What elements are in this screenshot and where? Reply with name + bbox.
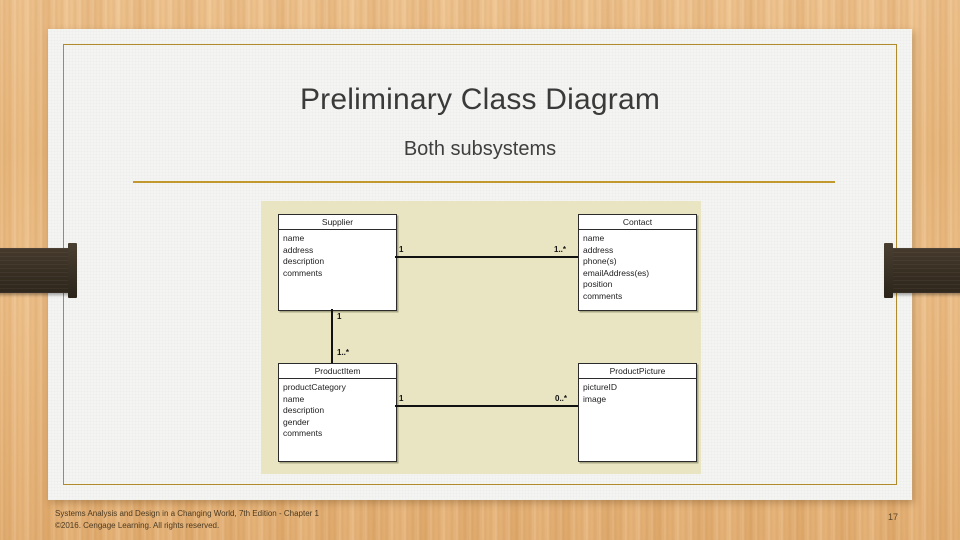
multiplicity-productitem-productpicture-to: 0..*: [555, 394, 568, 403]
attribute: name: [583, 233, 605, 243]
attribute: image: [583, 393, 607, 404]
attribute: position: [583, 279, 613, 290]
attribute: gender: [283, 416, 310, 427]
attribute: phone(s): [583, 256, 617, 267]
attribute: comments: [583, 290, 623, 301]
association-line-productitem-productpicture: [395, 405, 578, 407]
class-name-contact: Contact: [579, 215, 696, 230]
page-number: 17: [888, 512, 899, 522]
class-name-productpicture: ProductPicture: [579, 364, 696, 379]
class-name-supplier: Supplier: [279, 215, 396, 230]
class-box-productitem: ProductItem productCategory name descrip…: [278, 363, 397, 462]
attribute: productCategory: [283, 382, 346, 392]
left-strap-decoration: [0, 248, 75, 293]
class-box-contact: Contact name address phone(s) emailAddre…: [578, 214, 697, 311]
left-strap-cap: [68, 243, 77, 298]
page-title: Preliminary Class Diagram: [299, 83, 661, 116]
attribute: emailAddress(es): [583, 267, 650, 278]
attribute: pictureID: [583, 382, 618, 392]
class-diagram: Supplier name address description commen…: [261, 201, 701, 474]
class-attributes-contact: name address phone(s) emailAddress(es) p…: [579, 230, 696, 303]
attribute: description: [283, 256, 325, 267]
class-box-supplier: Supplier name address description commen…: [278, 214, 397, 311]
attribute: description: [283, 405, 325, 416]
right-strap-decoration: [886, 248, 960, 293]
attribute: comments: [283, 267, 323, 278]
right-strap-cap: [884, 243, 893, 298]
multiplicity-supplier-contact-from: 1: [399, 245, 404, 254]
association-line-supplier-productitem: [331, 309, 333, 363]
multiplicity-supplier-contact-to: 1..*: [554, 245, 567, 254]
class-attributes-productitem: productCategory name description gender …: [279, 379, 396, 440]
footer-citation: Systems Analysis and Design in a Changin…: [55, 509, 319, 518]
class-box-productpicture: ProductPicture pictureID image: [578, 363, 697, 462]
attribute: name: [283, 233, 305, 243]
class-attributes-supplier: name address description comments: [279, 230, 396, 279]
attribute: name: [283, 393, 305, 404]
page-subtitle: Both subsystems: [403, 138, 557, 160]
multiplicity-supplier-productitem-from: 1: [337, 312, 342, 321]
slide-footer: Systems Analysis and Design in a Changin…: [55, 508, 319, 531]
attribute: address: [283, 244, 314, 255]
attribute: comments: [283, 428, 323, 439]
class-name-productitem: ProductItem: [279, 364, 396, 379]
footer-copyright: ©2016. Cengage Learning. All rights rese…: [55, 520, 220, 530]
association-line-supplier-contact: [395, 256, 578, 258]
attribute: address: [583, 244, 614, 255]
title-divider: [133, 181, 835, 183]
class-attributes-productpicture: pictureID image: [579, 379, 696, 405]
multiplicity-supplier-productitem-to: 1..*: [337, 348, 350, 357]
multiplicity-productitem-productpicture-from: 1: [399, 394, 404, 403]
